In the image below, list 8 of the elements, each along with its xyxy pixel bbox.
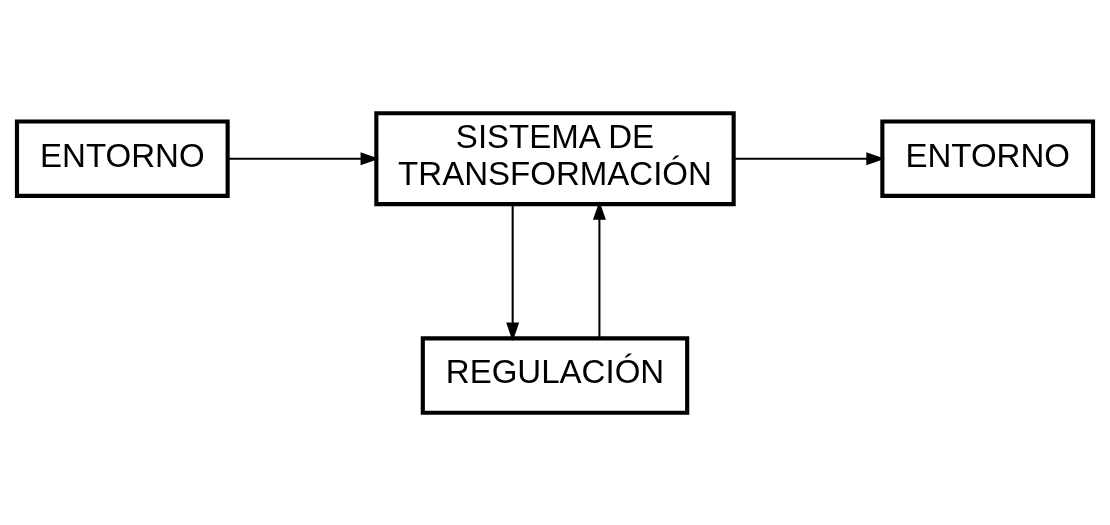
arrow	[734, 151, 885, 165]
node-box: ENTORNO	[880, 118, 1096, 198]
arrow	[228, 151, 380, 165]
arrow	[506, 203, 520, 341]
arrow	[592, 200, 606, 338]
node-box: ENTORNO	[14, 118, 230, 198]
node-box: REGULACIÓN	[420, 335, 690, 415]
node-box: SISTEMA DE TRANSFORMACIÓN	[374, 110, 736, 206]
